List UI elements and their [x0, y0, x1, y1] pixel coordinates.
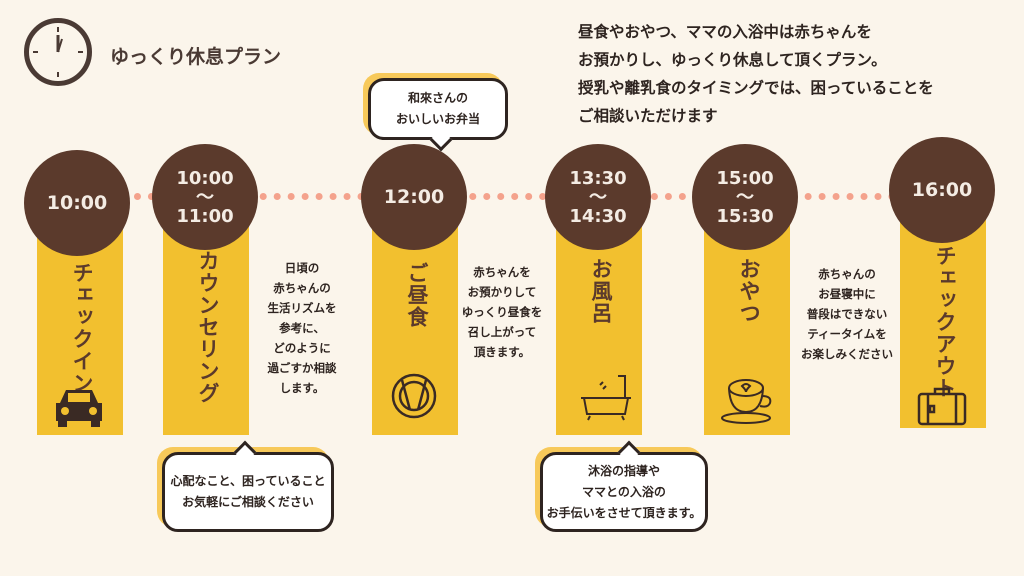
- step-label: おやつ: [737, 258, 761, 324]
- line: 心配なこと、困っていること: [170, 474, 326, 488]
- clock-icon: [24, 18, 92, 86]
- time-sep: 〜: [589, 186, 607, 208]
- bathtub-icon: [581, 375, 631, 421]
- coffee-icon: [721, 379, 772, 424]
- line: お楽しみください: [801, 347, 893, 361]
- time: 10:00: [46, 191, 108, 214]
- plate-icon: [391, 373, 437, 419]
- time-badge: 10:00: [24, 150, 130, 256]
- step-label: カウンセリング: [196, 250, 220, 404]
- speech-bubble: 心配なこと、困っていることお気軽にご相談ください: [162, 440, 334, 532]
- desc-line: 昼食やおやつ、ママの入浴中は赤ちゃんを: [578, 23, 872, 41]
- step-label: ご昼食: [405, 262, 429, 328]
- desc-line: ご相談いただけます: [578, 107, 718, 125]
- timeline-connector: [120, 193, 910, 200]
- line: します。: [279, 381, 325, 395]
- line: お預かりして: [467, 285, 537, 299]
- line: お気軽にご相談ください: [182, 495, 314, 509]
- line: 普段はできない: [806, 307, 888, 321]
- suitcase-icon: [917, 387, 967, 426]
- time-badge: 13:30〜14:30: [545, 144, 651, 250]
- time-badge: 12:00: [361, 144, 467, 250]
- line: 生活リズムを: [267, 301, 337, 315]
- line: ティータイムを: [807, 327, 887, 341]
- line: お手伝いをさせて頂きます。: [546, 505, 702, 520]
- step-label: お風呂: [589, 258, 613, 324]
- desc-line: お預かりし、ゆっくり休息して頂くプラン。: [578, 51, 887, 69]
- time: 14:30: [569, 205, 627, 227]
- line: 和來さんの: [407, 91, 468, 105]
- time: 11:00: [176, 205, 234, 227]
- time-sep: 〜: [196, 186, 214, 208]
- step-description: 赤ちゃんのお昼寝中に普段はできないティータイムをお楽しみください: [795, 264, 899, 364]
- line: 赤ちゃんの: [818, 267, 876, 281]
- page-title: ゆっくり休息プラン: [110, 46, 282, 68]
- step-description: 日頃の赤ちゃんの生活リズムを参考に、どのように過ごすか相談します。: [262, 258, 342, 398]
- line: お昼寝中に: [818, 287, 876, 301]
- time: 10:00: [176, 167, 234, 189]
- time: 15:30: [716, 205, 774, 227]
- plan-description: 昼食やおやつ、ママの入浴中は赤ちゃんを お預かりし、ゆっくり休息して頂くプラン。…: [578, 18, 934, 130]
- desc-line: 授乳や離乳食のタイミングでは、困っていることを: [578, 79, 934, 97]
- time-badge: 15:00〜15:30: [692, 144, 798, 250]
- time: 12:00: [383, 185, 445, 208]
- time: 16:00: [911, 178, 973, 201]
- line: 日頃の: [284, 261, 320, 275]
- step-label: チェックイン: [70, 262, 94, 394]
- line: 赤ちゃんを: [473, 265, 531, 279]
- line: 沐浴の指導や: [587, 463, 660, 478]
- time: 13:30: [569, 167, 627, 189]
- line: ゆっくり昼食を: [461, 305, 543, 319]
- time-badge: 10:00〜11:00: [152, 144, 258, 250]
- line: 頂きます。: [473, 345, 531, 359]
- time-badge: 16:00: [889, 137, 995, 243]
- speech-bubble: 沐浴の指導やママとの入浴のお手伝いをさせて頂きます。: [540, 440, 708, 532]
- time-sep: 〜: [736, 186, 754, 208]
- line: 参考に、: [279, 321, 325, 335]
- line: 過ごすか相談: [267, 361, 337, 375]
- speech-bubble: 和來さんのおいしいお弁当: [368, 78, 508, 152]
- step-description: 赤ちゃんをお預かりしてゆっくり昼食を召し上がって頂きます。: [460, 262, 544, 362]
- step-label: チェックアウト: [933, 245, 957, 399]
- car-icon: [56, 390, 102, 427]
- line: ママとの入浴の: [582, 484, 666, 499]
- line: 赤ちゃんの: [273, 281, 331, 295]
- line: どのように: [273, 341, 331, 355]
- line: 召し上がって: [467, 325, 537, 339]
- line: おいしいお弁当: [395, 112, 480, 126]
- time: 15:00: [716, 167, 774, 189]
